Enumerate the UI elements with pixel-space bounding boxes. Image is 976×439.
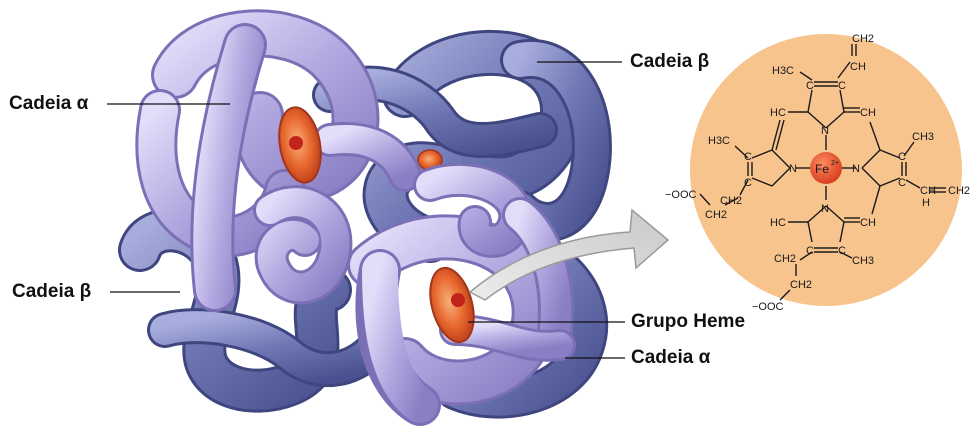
carbon-bottom-right: C: [838, 245, 846, 257]
group-methyl-bottom-right: CH3: [852, 255, 874, 267]
label-cadeia-alpha-bottom-right: Cadeia α: [631, 347, 710, 369]
group-propionate-left-ch2: CH2: [720, 195, 742, 207]
nitrogen-top: N: [821, 125, 829, 137]
group-hc-top: HC: [770, 107, 786, 119]
label-cadeia-beta-top-right: Cadeia β: [630, 51, 709, 73]
group-methyl-right: CH3: [912, 131, 934, 143]
group-ch-top: CH: [860, 107, 876, 119]
nitrogen-left: N: [789, 163, 797, 175]
group-methyl-top-left: H3C: [772, 65, 794, 77]
group-ch-bottom: CH: [860, 217, 876, 229]
group-carboxyl-left: −OOC: [665, 189, 697, 201]
group-methyl-left: H3C: [708, 135, 730, 147]
nitrogen-right: N: [852, 163, 860, 175]
group-propionate-bottom-ch2b: CH2: [790, 279, 812, 291]
label-cadeia-alpha-left: Cadeia α: [9, 93, 88, 115]
group-carboxyl-bottom: −OOC: [752, 301, 784, 313]
carbon-right-bottom: C: [898, 177, 906, 189]
heme-structure: Fe 2+ N N N N CH2 CH H3C C C HC CH H3C C…: [665, 33, 970, 313]
carbon-left-top: C: [744, 151, 752, 163]
group-vinyl-right-h: H: [922, 197, 930, 209]
iron-charge: 2+: [831, 160, 839, 167]
group-vinyl-top-ch: CH: [850, 61, 866, 73]
nitrogen-bottom: N: [821, 203, 829, 215]
label-grupo-heme: Grupo Heme: [631, 311, 745, 333]
group-hc-bottom: HC: [770, 217, 786, 229]
carbon-bottom-left: C: [806, 245, 814, 257]
carbon-top-right: C: [838, 80, 846, 92]
group-propionate-bottom-ch2: CH2: [774, 253, 796, 265]
label-cadeia-beta-left: Cadeia β: [12, 281, 91, 303]
iron-symbol: Fe: [815, 162, 829, 176]
group-vinyl-top-ch2: CH2: [852, 33, 874, 45]
group-propionate-left-ch2b: CH2: [705, 209, 727, 221]
carbon-right-top: C: [898, 151, 906, 163]
carbon-left-bottom: C: [744, 177, 752, 189]
carbon-top-left: C: [806, 80, 814, 92]
group-vinyl-right-ch: CH: [920, 185, 936, 197]
group-vinyl-right-ch2: CH2: [948, 185, 970, 197]
